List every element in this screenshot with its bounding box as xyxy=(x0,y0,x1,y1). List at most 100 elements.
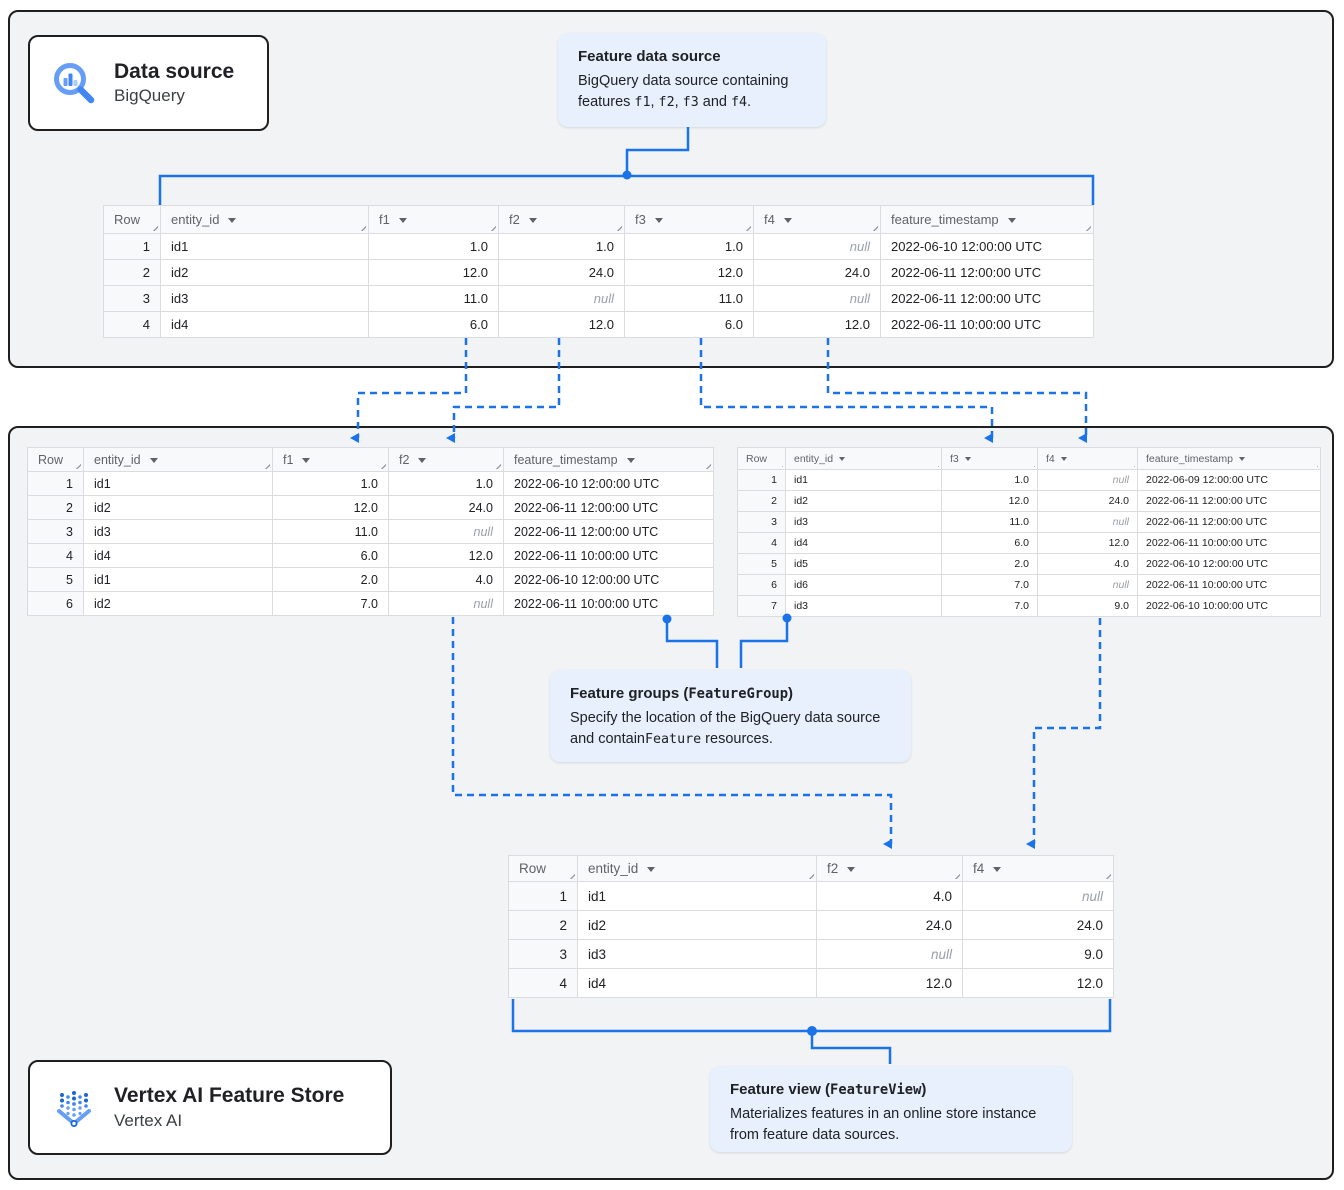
column-resize-icon xyxy=(742,222,751,231)
column-header-entity_id: entity_id xyxy=(577,855,817,882)
callout-body: Specify the location of the BigQuery dat… xyxy=(570,708,891,750)
cell-entity_id: id2 xyxy=(83,495,273,520)
column-label: feature_timestamp xyxy=(891,212,999,227)
vertex-ai-icon xyxy=(57,1090,91,1127)
column-dropdown-icon xyxy=(783,218,792,224)
column-label: f1 xyxy=(379,212,390,227)
column-resize-icon xyxy=(1128,460,1135,467)
cell-f4: 12.0 xyxy=(753,311,881,338)
row-number: 6 xyxy=(737,574,786,596)
column-label: Row xyxy=(38,452,64,467)
column-resize-icon xyxy=(805,870,814,879)
cell-entity_id: id3 xyxy=(577,939,817,969)
cell-f4: null xyxy=(1037,469,1138,491)
column-resize-icon xyxy=(613,222,622,231)
column-dropdown-icon xyxy=(839,456,846,461)
column-dropdown-icon xyxy=(654,218,663,224)
column-label: f3 xyxy=(635,212,646,227)
column-label: entity_id xyxy=(94,452,141,467)
cell-entity_id: id1 xyxy=(785,469,942,491)
row-number: 1 xyxy=(103,233,161,260)
cell-feature_timestamp: 2022-06-10 12:00:00 UTC xyxy=(1137,553,1321,575)
cell-f3: 11.0 xyxy=(624,285,754,312)
text: , xyxy=(674,93,683,110)
column-label: f4 xyxy=(973,861,985,876)
cell-feature_timestamp: 2022-06-11 10:00:00 UTC xyxy=(503,591,714,616)
vertex-badge-title: Vertex AI Feature Store xyxy=(114,1084,345,1108)
code-text: FeatureView xyxy=(830,1082,922,1098)
callout-title: Feature groups (FeatureGroup) xyxy=(570,685,891,702)
cell-entity_id: id3 xyxy=(785,511,942,533)
cell-f4: 12.0 xyxy=(962,968,1114,998)
cell-f2: 4.0 xyxy=(816,881,963,911)
cell-f3: 12.0 xyxy=(941,490,1038,512)
column-label: f2 xyxy=(399,452,410,467)
column-resize-icon xyxy=(487,222,496,231)
cell-entity_id: id1 xyxy=(160,233,369,260)
cell-f4: null xyxy=(1037,511,1138,533)
cell-entity_id: id1 xyxy=(83,567,273,592)
cell-f3: 7.0 xyxy=(941,574,1038,596)
cell-f2: null xyxy=(388,519,504,544)
column-resize-icon xyxy=(492,460,501,469)
column-dropdown-icon xyxy=(647,866,656,872)
cell-f2: null xyxy=(498,285,625,312)
cell-f4: 4.0 xyxy=(1037,553,1138,575)
cell-feature_timestamp: 2022-06-10 12:00:00 UTC xyxy=(880,233,1094,260)
row-number: 2 xyxy=(737,490,786,512)
column-dropdown-icon xyxy=(847,866,856,872)
cell-f3: 1.0 xyxy=(941,469,1038,491)
cell-feature_timestamp: 2022-06-11 10:00:00 UTC xyxy=(503,543,714,568)
cell-entity_id: id6 xyxy=(785,574,942,596)
column-label: Row xyxy=(114,212,141,227)
cell-entity_id: id1 xyxy=(83,471,273,496)
vertex-badge-subtitle: Vertex AI xyxy=(114,1110,183,1130)
cell-feature_timestamp: 2022-06-11 12:00:00 UTC xyxy=(1137,490,1321,512)
column-header-feature_timestamp: feature_timestamp xyxy=(1137,447,1321,470)
row-number: 4 xyxy=(737,532,786,554)
data-source-badge: Data source BigQuery xyxy=(28,35,269,131)
cell-feature_timestamp: 2022-06-11 12:00:00 UTC xyxy=(1137,511,1321,533)
feature-view-callout: Feature view (FeatureView) Materializes … xyxy=(710,1066,1072,1152)
column-dropdown-icon xyxy=(1007,218,1016,224)
cell-entity_id: id4 xyxy=(160,311,369,338)
row-number: 5 xyxy=(737,553,786,575)
callout-body: Materializes features in an online store… xyxy=(730,1104,1052,1145)
column-resize-icon xyxy=(932,460,939,467)
cell-f4: 24.0 xyxy=(962,910,1114,940)
cell-f2: 1.0 xyxy=(498,233,625,260)
callout-title: Feature view (FeatureView) xyxy=(730,1081,1052,1098)
text: and xyxy=(698,93,731,110)
text: BigQuery data source containing features xyxy=(578,73,789,110)
bigquery-icon xyxy=(54,63,95,104)
cell-f1: 2.0 xyxy=(272,567,389,592)
cell-f2: 24.0 xyxy=(498,259,625,286)
row-number: 1 xyxy=(27,471,84,496)
cell-feature_timestamp: 2022-06-10 12:00:00 UTC xyxy=(503,567,714,592)
code-text: f2 xyxy=(658,94,675,110)
column-header-f1: f1 xyxy=(272,447,389,472)
column-label: f4 xyxy=(1046,452,1055,465)
cell-f2: null xyxy=(388,591,504,616)
cell-feature_timestamp: 2022-06-10 10:00:00 UTC xyxy=(1137,595,1321,617)
column-header-f3: f3 xyxy=(941,447,1038,470)
column-label: feature_timestamp xyxy=(514,452,618,467)
column-header-entity_id: entity_id xyxy=(160,205,369,234)
cell-feature_timestamp: 2022-06-11 10:00:00 UTC xyxy=(1137,574,1321,596)
cell-f4: null xyxy=(962,881,1114,911)
column-dropdown-icon xyxy=(302,457,311,463)
cell-f4: 12.0 xyxy=(1037,532,1138,554)
